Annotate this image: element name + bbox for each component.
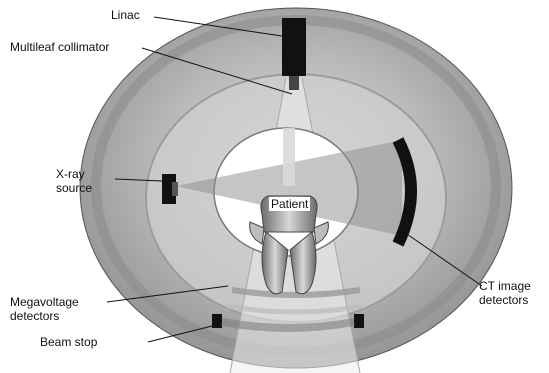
label-ct-line-2: detectors: [479, 293, 531, 307]
label-megavoltage-detectors: Megavoltage detectors: [10, 295, 79, 323]
label-patient: Patient: [269, 197, 310, 211]
label-xray-source-line-2: source: [56, 181, 92, 195]
label-xray-source-line-1: X-ray: [56, 167, 92, 181]
linac-head: [282, 18, 306, 76]
label-megavoltage-line-2: detectors: [10, 309, 79, 323]
label-linac: Linac: [111, 8, 140, 22]
label-beam-stop: Beam stop: [40, 335, 97, 349]
xray-source-aperture: [172, 182, 178, 196]
beam-stop-right: [354, 314, 364, 328]
label-megavoltage-line-1: Megavoltage: [10, 295, 79, 309]
beam-stop-left: [212, 314, 222, 328]
collimator-slot: [289, 76, 299, 90]
label-xray-source: X-ray source: [56, 167, 92, 195]
label-ct-line-1: CT image: [479, 279, 531, 293]
label-ct-image-detectors: CT image detectors: [479, 279, 531, 307]
beam-in-bore: [283, 128, 295, 186]
label-multileaf-collimator: Multileaf collimator: [10, 40, 109, 54]
